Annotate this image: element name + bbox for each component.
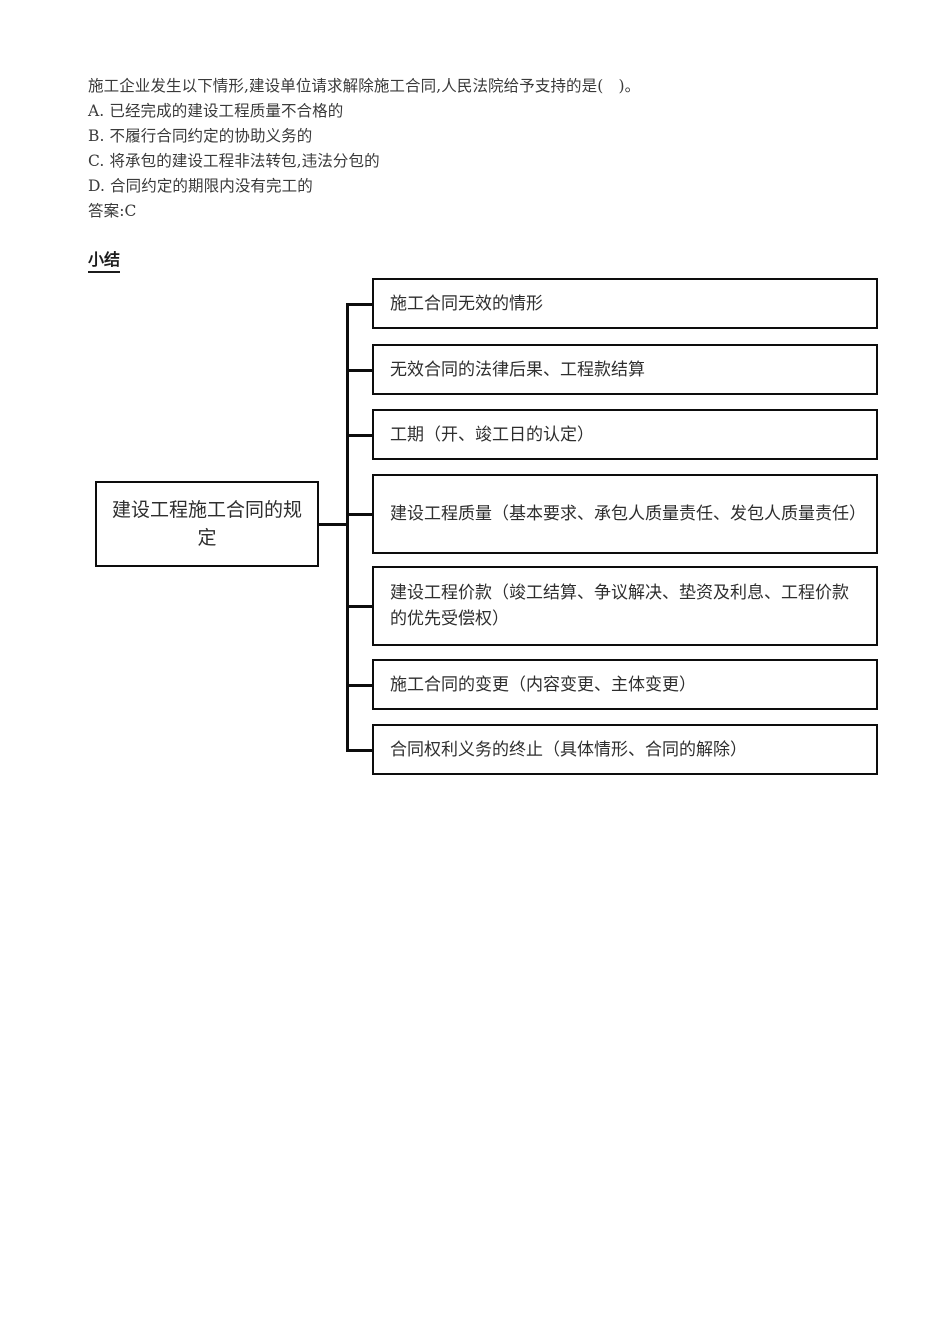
question-answer: 答案:C [88, 202, 137, 220]
question-option-a: A. 已经完成的建设工程质量不合格的 [88, 102, 344, 120]
connector-stub-5 [346, 605, 372, 608]
connector-stub-1 [346, 303, 372, 306]
question-option-b: B. 不履行合同约定的协助义务的 [88, 127, 313, 145]
exam-question-block: 施工企业发生以下情形,建设单位请求解除施工合同,人民法院给予支持的是( )。 A… [88, 74, 848, 224]
diagram-branch-node: 施工合同无效的情形 [372, 278, 878, 329]
connector-stub-7 [346, 749, 372, 752]
diagram-branch-label: 施工合同的变更（内容变更、主体变更） [390, 674, 696, 695]
diagram-branch-node: 施工合同的变更（内容变更、主体变更） [372, 659, 878, 710]
diagram-branch-label: 施工合同无效的情形 [390, 293, 543, 314]
diagram-branch-label: 工期（开、竣工日的认定） [390, 424, 594, 445]
question-option-c: C. 将承包的建设工程非法转包,违法分包的 [88, 152, 380, 170]
diagram-branch-node: 建设工程质量（基本要求、承包人质量责任、发包人质量责任） [372, 474, 878, 554]
connector-stub-2 [346, 369, 372, 372]
diagram-branch-node: 合同权利义务的终止（具体情形、合同的解除） [372, 724, 878, 775]
connector-stub-3 [346, 434, 372, 437]
diagram-branch-label: 建设工程质量（基本要求、承包人质量责任、发包人质量责任） [390, 504, 866, 524]
question-stem: 施工企业发生以下情形,建设单位请求解除施工合同,人民法院给予支持的是( )。 [88, 77, 641, 95]
connector-stub-6 [346, 684, 372, 687]
summary-heading: 小结 [88, 250, 121, 273]
connector-spine [346, 303, 349, 750]
diagram-branch-label: 建设工程价款（竣工结算、争议解决、垫资及利息、工程价款的优先受偿权） [390, 583, 849, 629]
connector-root-stub [319, 523, 347, 526]
diagram-branch-node: 无效合同的法律后果、工程款结算 [372, 344, 878, 395]
diagram-branch-label: 合同权利义务的终止（具体情形、合同的解除） [390, 739, 747, 760]
diagram-root-label: 建设工程施工合同的规定 [111, 499, 302, 549]
diagram-branch-node: 工期（开、竣工日的认定） [372, 409, 878, 460]
connector-stub-4 [346, 513, 372, 516]
diagram-branch-node: 建设工程价款（竣工结算、争议解决、垫资及利息、工程价款的优先受偿权） [372, 566, 878, 646]
diagram-root-node: 建设工程施工合同的规定 [95, 481, 319, 567]
question-option-d: D. 合同约定的期限内没有完工的 [88, 177, 313, 195]
diagram-branch-label: 无效合同的法律后果、工程款结算 [390, 359, 645, 380]
